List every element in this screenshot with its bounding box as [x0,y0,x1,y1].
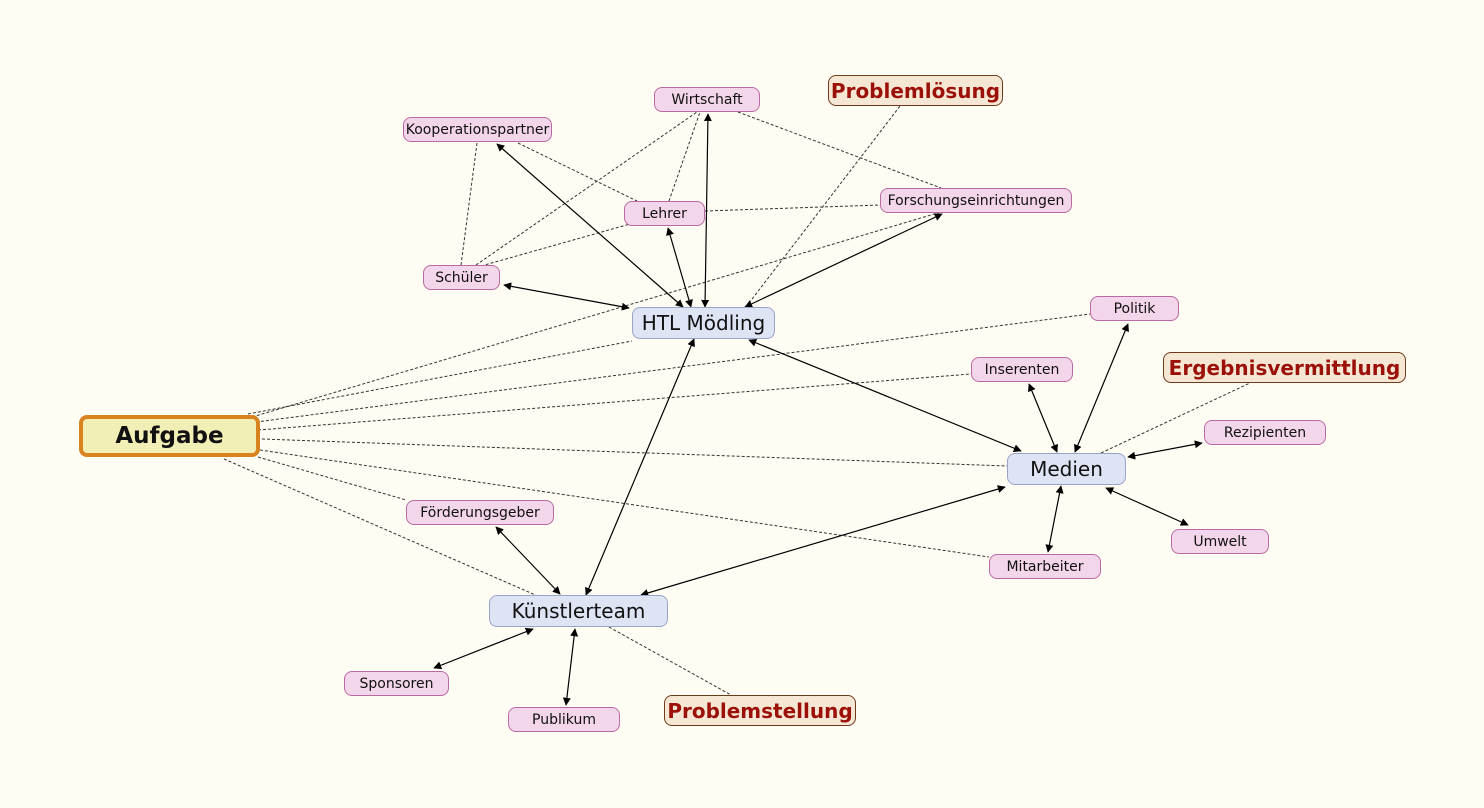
dashed-link [745,105,901,308]
node-ergebnisvermittlung[interactable]: Ergebnisvermittlung [1163,352,1406,383]
bidirectional-link [744,213,943,308]
node-sponsoren[interactable]: Sponsoren [344,671,449,696]
node-aufgabe[interactable]: Aufgabe [79,415,260,457]
bidirectional-link [640,485,1006,597]
node-kuenstlerteam[interactable]: Künstlerteam [489,595,668,627]
bidirectional-link [503,282,630,311]
dashed-link [608,626,732,696]
dashed-link [251,211,942,418]
bidirectional-link [701,113,712,308]
bidirectional-link [495,526,561,595]
node-lehrer[interactable]: Lehrer [624,201,705,226]
node-foerderungsgeber[interactable]: Förderungsgeber [406,500,554,525]
node-htl-moedling[interactable]: HTL Mödling [632,307,775,339]
dashed-link [261,438,1008,467]
node-kooperationspartner[interactable]: Kooperationspartner [403,117,552,142]
dashed-link [247,340,633,415]
dashed-link [257,456,407,501]
dashed-link [517,142,638,202]
bidirectional-link [433,627,534,670]
dashed-link [480,223,631,267]
node-medien[interactable]: Medien [1007,453,1126,485]
bidirectional-link [585,338,695,596]
dashed-link [257,373,972,431]
bidirectional-link [666,227,693,308]
bidirectional-link [1127,440,1203,460]
node-problemstellung[interactable]: Problemstellung [664,695,856,726]
node-schueler[interactable]: Schüler [423,265,500,290]
bidirectional-link [1074,323,1129,453]
dashed-link [259,449,990,558]
node-umwelt[interactable]: Umwelt [1171,529,1269,554]
node-wirtschaft[interactable]: Wirtschaft [654,87,760,112]
bidirectional-link [496,143,684,308]
bidirectional-link [1105,487,1189,526]
dashed-link [737,111,942,189]
bidirectional-link [1045,485,1064,553]
bidirectional-link [562,628,579,706]
dashed-link [223,458,541,598]
node-problemloesung[interactable]: Problemlösung [828,75,1003,106]
dashed-link [704,204,881,212]
node-politik[interactable]: Politik [1090,296,1179,321]
bidirectional-link [1028,383,1058,453]
node-inserenten[interactable]: Inserenten [971,357,1073,382]
dashed-link [460,142,478,266]
node-rezipienten[interactable]: Rezipienten [1204,420,1326,445]
node-mitarbeiter[interactable]: Mitarbeiter [989,554,1101,579]
dashed-link [668,111,701,202]
bidirectional-link [748,339,1022,452]
node-publikum[interactable]: Publikum [508,707,620,732]
node-forschungseinrichtungen[interactable]: Forschungseinrichtungen [880,188,1072,213]
